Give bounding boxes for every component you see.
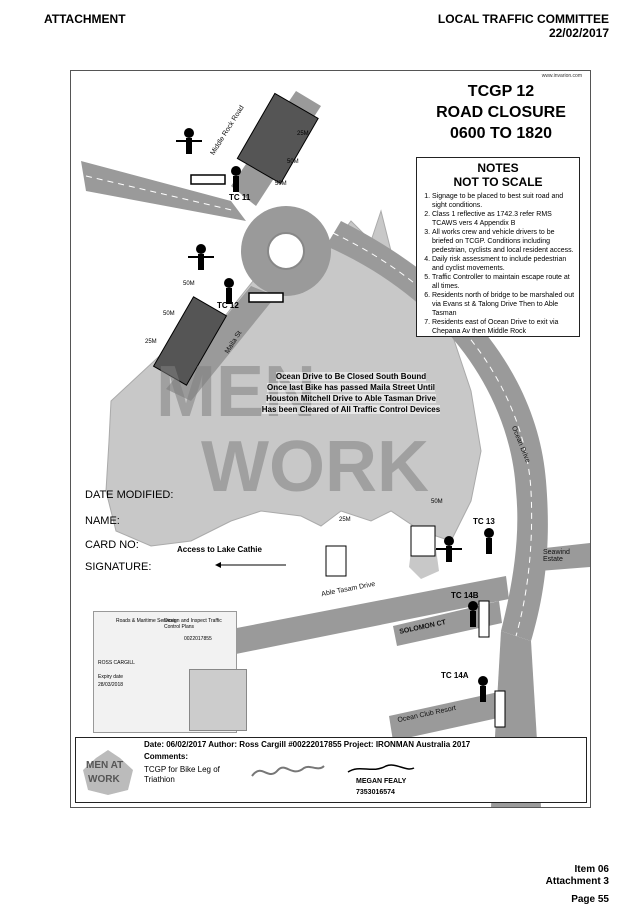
notes-box: NOTES NOT TO SCALE Signage to be placed … [416, 157, 580, 337]
sign-panel-tc13 [410, 525, 436, 557]
notes-subtitle: NOT TO SCALE [453, 175, 543, 189]
plan-footer: MEN AT WORK Date: 06/02/2017 Author: Ros… [75, 737, 587, 803]
tc12-label: TC 12 [217, 301, 239, 310]
sign-panel-maila [152, 296, 228, 386]
controller-figure-tc13 [484, 528, 494, 554]
watermark-men: MEN [156, 352, 316, 432]
footer-info: Date: 06/02/2017 Author: Ross Cargill #0… [144, 740, 471, 749]
committee-date: 22/02/2017 [548, 26, 609, 40]
card-expiry: 28/03/2018 [98, 682, 124, 688]
note-item: Signage to be placed to best suit road a… [432, 192, 575, 210]
distance-label: 50M [275, 181, 287, 187]
controller-figure-tc11 [231, 166, 241, 192]
banner-line: Has been Cleared of All Traffic Control … [261, 405, 441, 414]
page-number: Page 55 [571, 894, 609, 905]
form-name: NAME: [85, 515, 120, 527]
distance-label: 25M [339, 517, 351, 523]
card-expiry-label: Expiry date [98, 674, 124, 680]
card-course: Design and Inspect Traffic Control Plans [164, 618, 222, 630]
seawind-road [536, 543, 590, 571]
note-item: Residents east of Ocean Drive to exit vi… [432, 318, 575, 336]
men-at-work-logo: MEN AT WORK [83, 750, 133, 795]
item-number: Item 06 [574, 864, 609, 875]
sign-panel-lower [325, 545, 347, 577]
header-committee: LOCAL TRAFFIC COMMITTEE 22/02/2017 [438, 12, 609, 40]
plan-title: TCGP 12 ROAD CLOSURE 0600 TO 1820 [426, 81, 576, 144]
footer-comments: TCGP for Bike Leg of Triathion [144, 765, 220, 784]
seawind-line: Seawind [543, 549, 570, 556]
plan-title-type: ROAD CLOSURE [436, 104, 566, 121]
attachment-number: Attachment 3 [545, 876, 609, 887]
card-number: 0022017855 [184, 636, 212, 642]
tc14a-label: TC 14A [441, 671, 469, 680]
access-label: Access to Lake Cathie [177, 545, 262, 554]
signature-author [251, 765, 325, 777]
committee-name: LOCAL TRAFFIC COMMITTEE [437, 12, 609, 26]
notes-list: Signage to be placed to best suit road a… [421, 192, 575, 336]
distance-label: 50M [183, 281, 195, 287]
tc14b-label: TC 14B [451, 591, 479, 600]
logo-text-2: WORK [88, 774, 120, 785]
closure-banner: Ocean Drive to Be Closed South Bound Onc… [211, 371, 491, 415]
form-signature: SIGNATURE: [85, 561, 152, 573]
note-item: Traffic Controller to maintain escape ro… [432, 273, 575, 291]
logo-text-1: MEN AT [86, 760, 123, 771]
signer-number: 7353016574 [356, 789, 395, 796]
form-card-no: CARD NO: [85, 539, 139, 551]
estate-line: Estate [543, 556, 563, 563]
card-photo [189, 669, 247, 731]
header-attachment: ATTACHMENT [44, 12, 126, 26]
traffic-control-plan: MEN WORK www.invarion.com TCGP 12 ROAD C… [70, 70, 591, 808]
plan-title-hours: 0600 TO 1820 [449, 125, 552, 142]
signer-name: MEGAN FEALY [356, 778, 407, 785]
plan-title-code: TCGP 12 [467, 83, 535, 100]
footer-comments-label: Comments: [144, 752, 189, 761]
banner-line: Once last Bike has passed Maila Street U… [266, 383, 436, 392]
distance-label: 50M [287, 159, 299, 165]
able-tasman-drive [221, 576, 509, 656]
controller-figure-tc14a [478, 676, 488, 702]
sign-panel-northeast [236, 92, 319, 185]
card-agency: Roads & Maritime Services [116, 618, 177, 624]
note-item: Daily risk assessment to include pedestr… [432, 255, 575, 273]
sign-panel-tc14b [478, 600, 490, 638]
sign-panel-tc14a [494, 690, 506, 728]
distance-label: 25M [145, 339, 157, 345]
controller-figure-tc14b [468, 601, 478, 627]
distance-label: 25M [297, 131, 309, 137]
signature-signer [347, 764, 415, 773]
barrier-tc12 [248, 292, 284, 303]
plan-credit: www.invarion.com [541, 73, 582, 79]
tc11-label: TC 11 [229, 193, 251, 202]
notes-title: NOTES [477, 161, 519, 175]
tc13-label: TC 13 [473, 517, 495, 526]
controller-figure-2 [188, 244, 214, 270]
banner-line: Ocean Drive to Be Closed South Bound [275, 372, 427, 381]
barrier-tc11 [190, 174, 226, 185]
note-item: Class 1 reflective as 1742.3 refer RMS T… [432, 210, 575, 228]
controller-figure-1 [176, 128, 202, 154]
street-seawind: Seawind Estate [543, 549, 570, 563]
ocean-club-road [389, 691, 507, 741]
note-item: All works crew and vehicle drivers to be… [432, 228, 575, 255]
item-reference: Item 06 Attachment 3 [546, 864, 609, 888]
distance-label: 50M [163, 311, 175, 317]
footer-signer: MEGAN FEALY 7353016574 [356, 776, 406, 798]
note-item: Residents north of bridge to be marshale… [432, 291, 575, 318]
middle-rock-road [81, 161, 246, 221]
watermark-work: WORK [201, 427, 429, 507]
controller-figure-3 [436, 536, 462, 562]
banner-line: Houston Mitchell Drive to Able Tasman Dr… [266, 394, 436, 403]
form-date-modified: DATE MODIFIED: [85, 489, 174, 501]
card-name: ROSS CARGILL [98, 660, 135, 666]
distance-label: 50M [431, 499, 443, 505]
controller-figure-tc12 [224, 278, 234, 304]
